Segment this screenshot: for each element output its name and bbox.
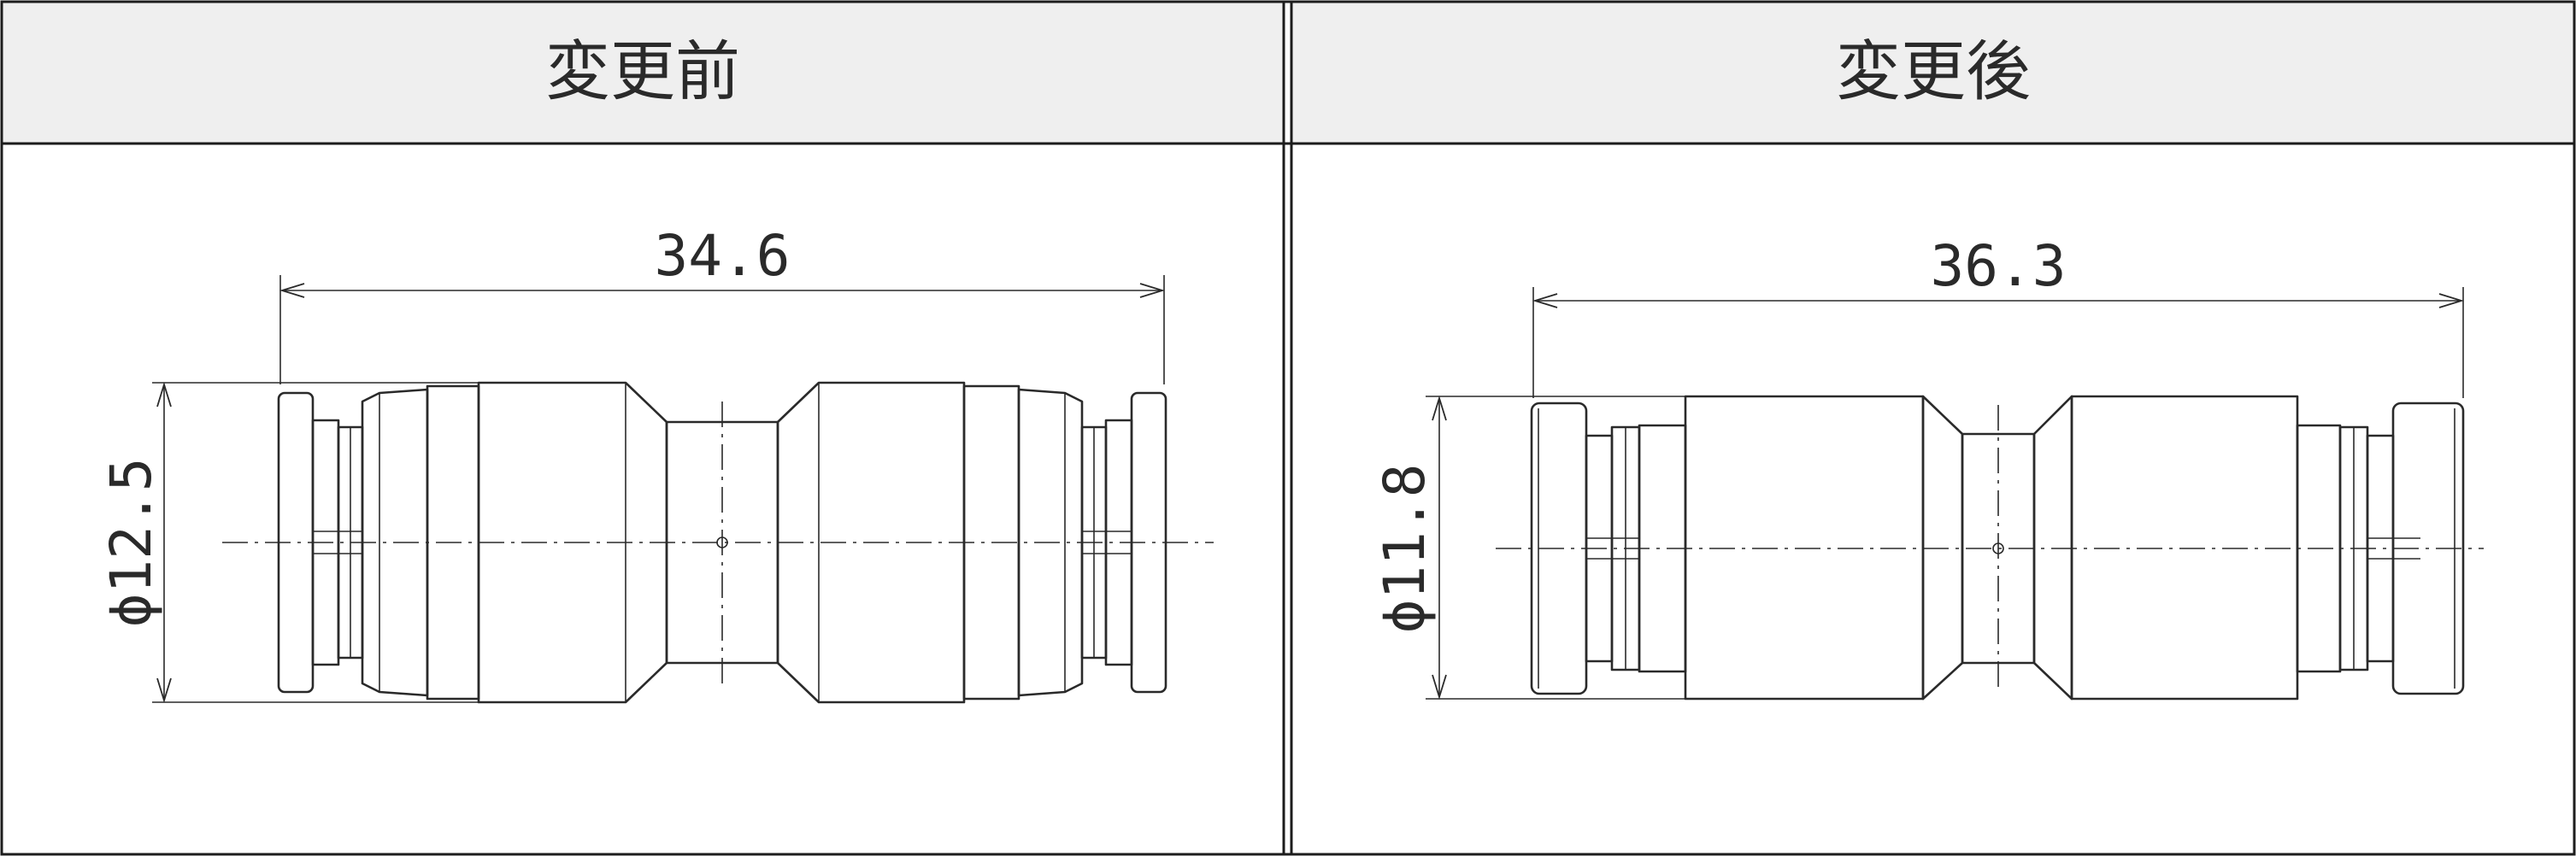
diameter-arrow-top xyxy=(1432,395,1447,421)
diameter-arrow-top xyxy=(156,381,172,407)
header-background-after xyxy=(1291,2,2574,144)
taper-left xyxy=(1921,395,1964,701)
body-right xyxy=(2070,395,2299,701)
header-background-before xyxy=(2,2,1284,144)
taper-right xyxy=(2032,395,2073,701)
body-left xyxy=(1684,395,1925,701)
diameter-dimension-label: ϕ11.8 xyxy=(1372,464,1438,634)
length-dimension-label: 34.6 xyxy=(655,223,791,289)
diameter-dimension-label: ϕ12.5 xyxy=(98,458,164,628)
fitting-drawing-before: 34.6 ϕ12.5 xyxy=(98,223,1214,704)
diameter-arrow-bottom xyxy=(156,677,172,704)
length-arrow-left xyxy=(1532,293,1558,308)
length-dimension-label: 36.3 xyxy=(1931,233,2067,299)
center-point xyxy=(1992,542,2004,554)
length-arrow-right xyxy=(1139,283,1166,298)
fitting-drawing-after: 36.3 ϕ11.8 xyxy=(1372,233,2484,701)
header-after: 変更後 xyxy=(1836,33,2031,109)
length-arrow-right xyxy=(2438,293,2465,308)
diameter-arrow-bottom xyxy=(1432,674,1447,701)
center-point xyxy=(716,536,728,548)
header-before: 変更前 xyxy=(545,33,740,109)
length-arrow-left xyxy=(279,283,305,298)
